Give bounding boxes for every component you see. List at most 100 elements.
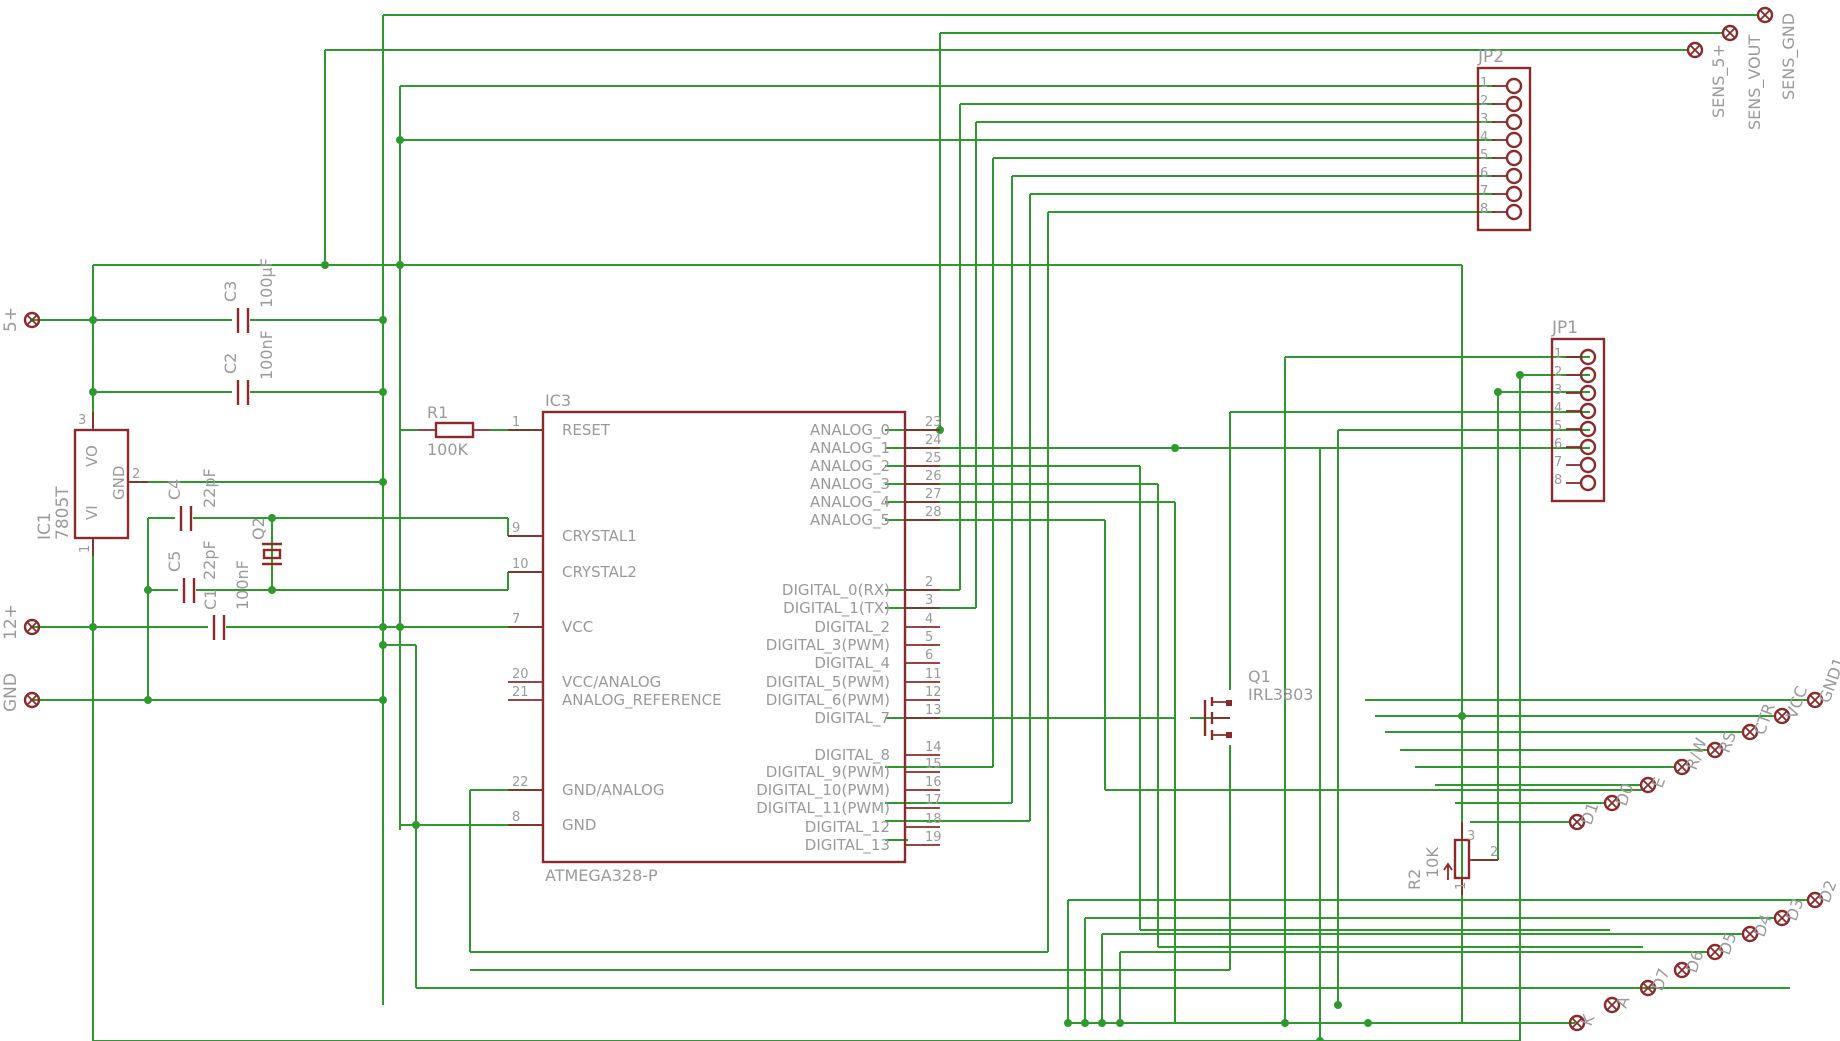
- junction-dot: [396, 261, 404, 269]
- ic3-pin-num: 11: [925, 667, 942, 682]
- port-connector[interactable]: [1741, 925, 1759, 943]
- port-connector[interactable]: [1806, 891, 1824, 909]
- ic3-pin-num: 4: [925, 612, 933, 627]
- ic3-pin-label: DIGITAL_3(PWM): [766, 636, 890, 655]
- c3-capacitor[interactable]: C3 100µF: [221, 258, 276, 333]
- port-gnd-label: GND: [1, 673, 21, 712]
- header-pin: [1505, 113, 1523, 131]
- port-connector[interactable]: [1773, 909, 1791, 927]
- port-connector[interactable]: [1568, 1014, 1586, 1032]
- header-pin-num: 3: [1554, 383, 1562, 398]
- c1-capacitor[interactable]: C1 100nF: [201, 560, 252, 640]
- port-connector[interactable]: [1639, 776, 1657, 794]
- ic1-regulator[interactable]: VO VI GND 3 2 1 IC1 7805T: [35, 412, 148, 556]
- ic1-pin-vi: VI: [83, 505, 101, 520]
- port-label: D7: [1648, 966, 1674, 994]
- junction-dot: [379, 388, 387, 396]
- ic3-pin-label: RESET: [562, 421, 611, 439]
- junction-dot: [89, 316, 97, 324]
- ic3-pin-label: GND/ANALOG: [562, 781, 664, 799]
- port-connector[interactable]: [1603, 996, 1621, 1014]
- r2-trimmer[interactable]: 3 2 1 R2 10K: [1405, 822, 1498, 895]
- port-sens-5v-label: SENS_5+: [1709, 44, 1729, 118]
- ic3-pin-num: 2: [925, 575, 933, 590]
- header-pin: [1505, 77, 1523, 95]
- ic1-pin-2: 2: [132, 467, 140, 482]
- ic1-name: IC1: [35, 512, 55, 540]
- r1-value: 100K: [427, 440, 469, 459]
- ic3-pin-num: 23: [925, 415, 942, 430]
- r1-resistor[interactable]: R1 100K: [418, 403, 490, 459]
- r2-pin-1: 1: [1454, 882, 1469, 890]
- q1-mosfet[interactable]: Q1 IRL3803: [1203, 667, 1313, 740]
- r2-value: 10K: [1423, 847, 1442, 878]
- port-label: R/W: [1682, 735, 1711, 772]
- header-pin-num: 7: [1480, 184, 1488, 199]
- q2-name: Q2: [249, 517, 268, 540]
- r2-pin-2: 2: [1490, 845, 1498, 860]
- ic3-value: ATMEGA328-P: [545, 866, 658, 885]
- port-connector[interactable]: [1686, 41, 1704, 59]
- header-pin-num: 8: [1554, 473, 1562, 488]
- c2-value: 100nF: [257, 330, 276, 380]
- c3-name: C3: [221, 281, 240, 302]
- port-label: D2: [1815, 878, 1840, 906]
- q2-crystal[interactable]: Q2: [249, 517, 282, 566]
- ic3-pin-num: 14: [925, 740, 942, 755]
- ic1-value: 7805T: [53, 486, 73, 540]
- header-pin-num: 3: [1480, 112, 1488, 127]
- ic3-pin-label: ANALOG_0: [810, 421, 890, 440]
- header-pin: [1579, 474, 1597, 492]
- ic3-pin-label: CRYSTAL1: [562, 527, 637, 545]
- port-label: VCC: [1782, 684, 1811, 722]
- ic3-pin-num: 1: [512, 415, 520, 430]
- ic3-pin-num: 5: [925, 630, 933, 645]
- junction-dot: [1458, 712, 1466, 720]
- port-connector[interactable]: [1603, 794, 1621, 812]
- port-connector[interactable]: [23, 618, 41, 636]
- port-connector[interactable]: [1741, 723, 1759, 741]
- ports: [23, 6, 1824, 1032]
- port-connector[interactable]: [1673, 961, 1691, 979]
- port-connector[interactable]: [1706, 943, 1724, 961]
- port-label: D4: [1750, 912, 1776, 940]
- ic3-pin-num: 10: [512, 557, 529, 572]
- ic3-pin-num: 25: [925, 451, 942, 466]
- port-connector[interactable]: [1773, 707, 1791, 725]
- port-connector[interactable]: [1706, 741, 1724, 759]
- ic3-pin-num: 26: [925, 469, 942, 484]
- c4-capacitor[interactable]: C4 22pF: [165, 468, 219, 531]
- ic1-pin-3: 3: [78, 413, 86, 428]
- ic3-pin-label: DIGITAL_10(PWM): [756, 781, 890, 800]
- port-connector[interactable]: [1639, 979, 1657, 997]
- jp2-name: JP2: [1477, 47, 1504, 67]
- ic3-pin-label: VCC: [562, 618, 593, 636]
- c2-capacitor[interactable]: C2 100nF: [221, 330, 276, 405]
- ic3-pin-label: DIGITAL_7: [814, 709, 890, 728]
- ic3-pin-label: ANALOG_REFERENCE: [562, 691, 722, 710]
- port-connector[interactable]: [1673, 758, 1691, 776]
- header-pin-num: 6: [1554, 437, 1562, 452]
- port-connector[interactable]: [1756, 6, 1774, 24]
- c5-capacitor[interactable]: C5 22pF: [165, 540, 219, 603]
- junction-dot: [379, 478, 387, 486]
- port-connector[interactable]: [23, 691, 41, 709]
- ic1-pin-1: 1: [78, 545, 93, 553]
- port-connector[interactable]: [1806, 691, 1824, 709]
- header-pin: [1505, 149, 1523, 167]
- c4-value: 22pF: [200, 468, 219, 508]
- port-connector[interactable]: [23, 311, 41, 329]
- ic3-pin-num: 22: [512, 775, 529, 790]
- junction-dot: [1316, 1037, 1324, 1041]
- junction-dot: [379, 641, 387, 649]
- ic3-name: IC3: [545, 391, 571, 410]
- ic3-pin-num: 18: [925, 812, 942, 827]
- port-connector[interactable]: [1568, 813, 1586, 831]
- port-connector[interactable]: [1721, 24, 1739, 42]
- header-pin-num: 2: [1480, 94, 1488, 109]
